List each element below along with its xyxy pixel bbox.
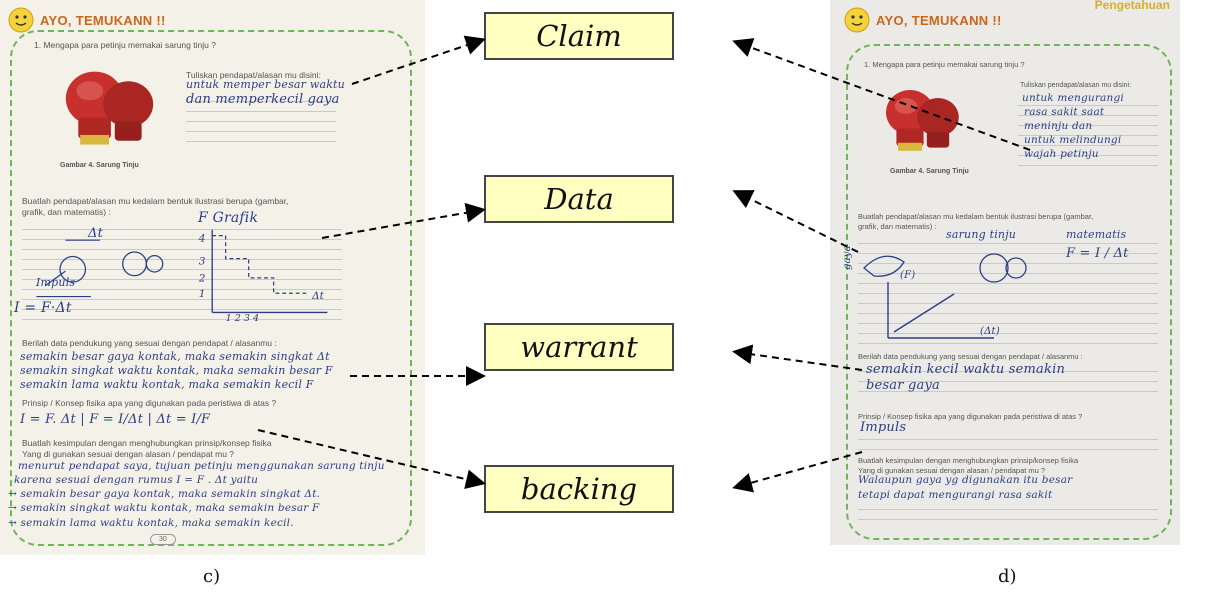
boxing-glove-image bbox=[65, 71, 154, 145]
svg-text:1 2 3 4: 1 2 3 4 bbox=[226, 313, 260, 322]
hand-drawn-graph: 4 3 2 1 1 2 3 4 Δt bbox=[198, 229, 328, 322]
question-5b: Yang di gunakan sesuai dengan alasan / p… bbox=[22, 449, 235, 459]
section-tag: Pengetahuan bbox=[1094, 0, 1170, 12]
question-1: 1. Mengapa para petinju memakai sarung t… bbox=[34, 40, 216, 50]
question-2: Buatlah pendapat/alasan mu kedalam bentu… bbox=[22, 196, 289, 206]
question-5: Buatlah kesimpulan dengan menghubungkan … bbox=[22, 438, 272, 448]
handwriting-claim-3: meninju dan bbox=[1024, 120, 1093, 132]
arrow-d-backing bbox=[732, 451, 863, 493]
svg-text:1: 1 bbox=[199, 288, 206, 300]
worksheet-photo-c: AYO, TEMUKANN !! 1. Mengapa para petinju… bbox=[0, 0, 425, 555]
answer-lines bbox=[858, 500, 1158, 524]
worksheet-title: AYO, TEMUKANN !! bbox=[40, 12, 166, 28]
arrow-c-claim bbox=[351, 35, 486, 85]
question-3: Berilah data pendukung yang sesuai denga… bbox=[22, 338, 277, 348]
svg-text:Δt: Δt bbox=[311, 290, 325, 302]
worksheet-header: AYO, TEMUKANN !! bbox=[844, 6, 1002, 34]
answer-prompt: Tuliskan pendapat/alasan mu disini: bbox=[186, 70, 321, 80]
answer-lines bbox=[186, 92, 336, 142]
handwriting-claim-2: rasa sakit saat bbox=[1024, 106, 1105, 118]
handwriting-formula: F = I / Δt bbox=[1066, 246, 1129, 261]
answer-prompt: Tuliskan pendapat/alasan mu disini: bbox=[1020, 82, 1132, 89]
arrow-d-data bbox=[732, 190, 859, 253]
handwriting-conclusion-1: menurut pendapat saya, tujuan petinju me… bbox=[18, 460, 385, 472]
handwriting-claim-1: untuk mengurangi bbox=[1022, 92, 1124, 104]
question-2: Buatlah pendapat/alasan mu kedalam bentu… bbox=[858, 212, 1094, 221]
handwriting-warrant-2: besar gaya bbox=[866, 378, 940, 393]
handwriting-conclusion-1: Walaupun gaya yg digunakan itu besar bbox=[858, 474, 1073, 486]
svg-text:3: 3 bbox=[199, 255, 206, 267]
handwriting-warrant-3: semakin lama waktu kontak, maka semakin … bbox=[20, 378, 314, 391]
arrow-d-claim bbox=[732, 38, 1031, 151]
dashed-frame bbox=[846, 44, 1172, 540]
handwriting-sarung-tinju: sarung tinju bbox=[946, 228, 1017, 241]
warrant-box: warrant bbox=[484, 323, 674, 371]
handwriting-matematis: matematis bbox=[1066, 228, 1127, 241]
question-5: Buatlah kesimpulan dengan menghubungkan … bbox=[858, 456, 1079, 465]
arrow-d-warrant bbox=[732, 344, 863, 371]
data-box: Data bbox=[484, 175, 674, 223]
handwriting-warrant-2: semakin singkat waktu kontak, maka semak… bbox=[20, 364, 333, 377]
panel-label-c: c) bbox=[203, 566, 221, 587]
answer-lines bbox=[1018, 96, 1158, 166]
handwriting-F-label: (F) bbox=[900, 270, 916, 281]
impulse-sketch bbox=[36, 239, 164, 298]
claim-box: Claim bbox=[484, 12, 674, 60]
handwriting-claim-2: dan memperkecil gaya bbox=[186, 92, 340, 107]
panel-label-d: d) bbox=[998, 566, 1017, 587]
answer-lines bbox=[22, 220, 342, 320]
handwriting-backing: I = F. Δt | F = I/Δt | Δt = I/F bbox=[20, 412, 211, 427]
handwriting-grafik: F Grafik bbox=[198, 210, 259, 226]
handwriting-conclusion-2: tetapi dapat mengurangi rasa sakit bbox=[858, 489, 1053, 501]
figure-caption: Gambar 4. Sarung Tinju bbox=[890, 168, 969, 175]
worksheet-photo-d: AYO, TEMUKANN !! Pengetahuan 1. Mengapa … bbox=[830, 0, 1180, 545]
handwriting-conclusion-5: → semakin lama waktu kontak, maka semaki… bbox=[8, 517, 294, 529]
handwriting-dt-label: (Δt) bbox=[980, 326, 1000, 337]
handwriting-conclusion-3: → semakin besar gaya kontak, maka semaki… bbox=[8, 488, 321, 500]
handwriting-formula: I = F·Δt bbox=[14, 300, 72, 316]
smiley-icon bbox=[8, 7, 34, 33]
worksheet-header: AYO, TEMUKANN !! bbox=[8, 6, 166, 34]
worksheet-title: AYO, TEMUKANN !! bbox=[876, 12, 1002, 28]
question-5b: Yang di gunakan sesuai dengan alasan / p… bbox=[858, 466, 1046, 475]
handwriting-claim-4: untuk melindungi bbox=[1024, 134, 1122, 146]
answer-lines bbox=[858, 430, 1158, 450]
question-4: Prinsip / Konsep fisika apa yang digunak… bbox=[858, 412, 1083, 421]
dashed-frame bbox=[10, 30, 412, 546]
handwriting-impuls: Impuls bbox=[36, 276, 76, 289]
arrow-c-backing bbox=[257, 429, 486, 490]
smiley-icon bbox=[844, 7, 870, 33]
handwriting-warrant-1: semakin besar gaya kontak, maka semakin … bbox=[20, 350, 330, 363]
question-2b: grafik, dan matematis) : bbox=[22, 207, 111, 217]
handwriting-conclusion-2: karena sesuai dengan rumus I = F . Δt ya… bbox=[14, 474, 259, 486]
answer-lines bbox=[858, 234, 1158, 344]
handwriting-conclusion-4: → semakin singkat waktu kontak, maka sem… bbox=[8, 502, 320, 514]
question-3: Berilah data pendukung yang sesuai denga… bbox=[858, 352, 1083, 361]
question-2b: grafik, dan matematis) : bbox=[858, 222, 937, 231]
backing-box: backing bbox=[484, 465, 674, 513]
handwriting-claim-1: untuk memper besar waktu bbox=[186, 78, 345, 91]
answer-lines bbox=[858, 362, 1158, 398]
svg-text:4: 4 bbox=[198, 232, 206, 244]
question-1: 1. Mengapa para petinju memakai sarung t… bbox=[864, 60, 1025, 69]
question-4: Prinsip / Konsep fisika apa yang digunak… bbox=[22, 398, 277, 408]
arrow-c-data bbox=[321, 202, 486, 239]
handwriting-delta-t: Δt bbox=[88, 226, 104, 241]
figure-caption: Gambar 4. Sarung Tinju bbox=[60, 162, 139, 169]
handwriting-claim-5: wajah petinju bbox=[1024, 148, 1099, 160]
page-number: 30 bbox=[150, 534, 176, 545]
hand-drawn-sketch bbox=[863, 253, 1027, 339]
handwriting-warrant-1: semakin kecil waktu semakin bbox=[866, 362, 1066, 377]
svg-text:2: 2 bbox=[198, 273, 206, 285]
